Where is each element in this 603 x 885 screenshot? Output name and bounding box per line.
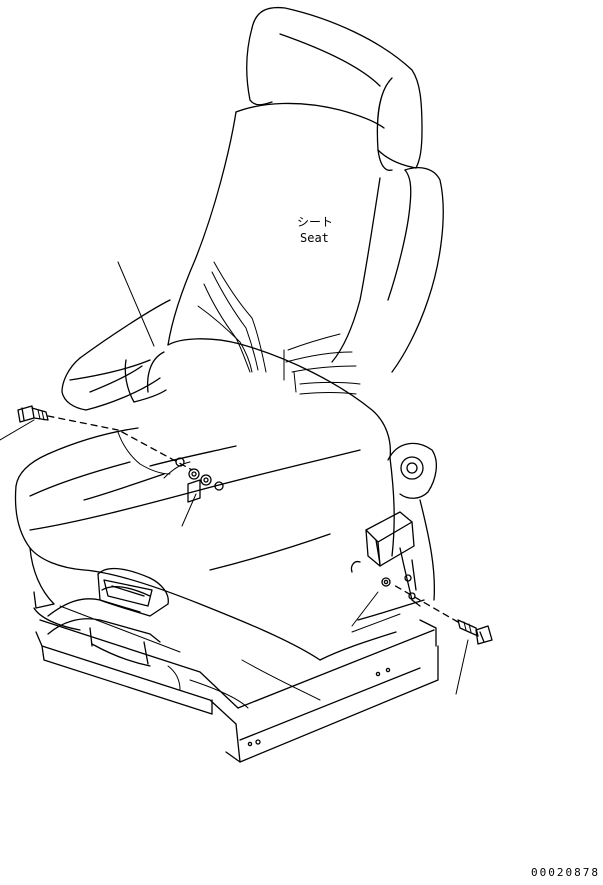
drawing-number: 00020878 xyxy=(531,866,600,879)
seat-label-japanese: シート xyxy=(297,215,333,229)
seat-base xyxy=(29,547,439,763)
seat-back xyxy=(167,102,444,395)
seat-belt-buckle xyxy=(350,511,421,607)
side-cover-right xyxy=(387,442,438,601)
bolt-right xyxy=(391,583,493,645)
seat-label-english: Seat xyxy=(300,231,329,245)
headrest xyxy=(246,6,423,171)
bolt-left xyxy=(17,405,193,471)
armrest-left xyxy=(61,299,171,411)
leader-lines xyxy=(0,261,469,695)
mount-hardware-center xyxy=(175,457,224,503)
seat-cushion xyxy=(14,338,395,661)
